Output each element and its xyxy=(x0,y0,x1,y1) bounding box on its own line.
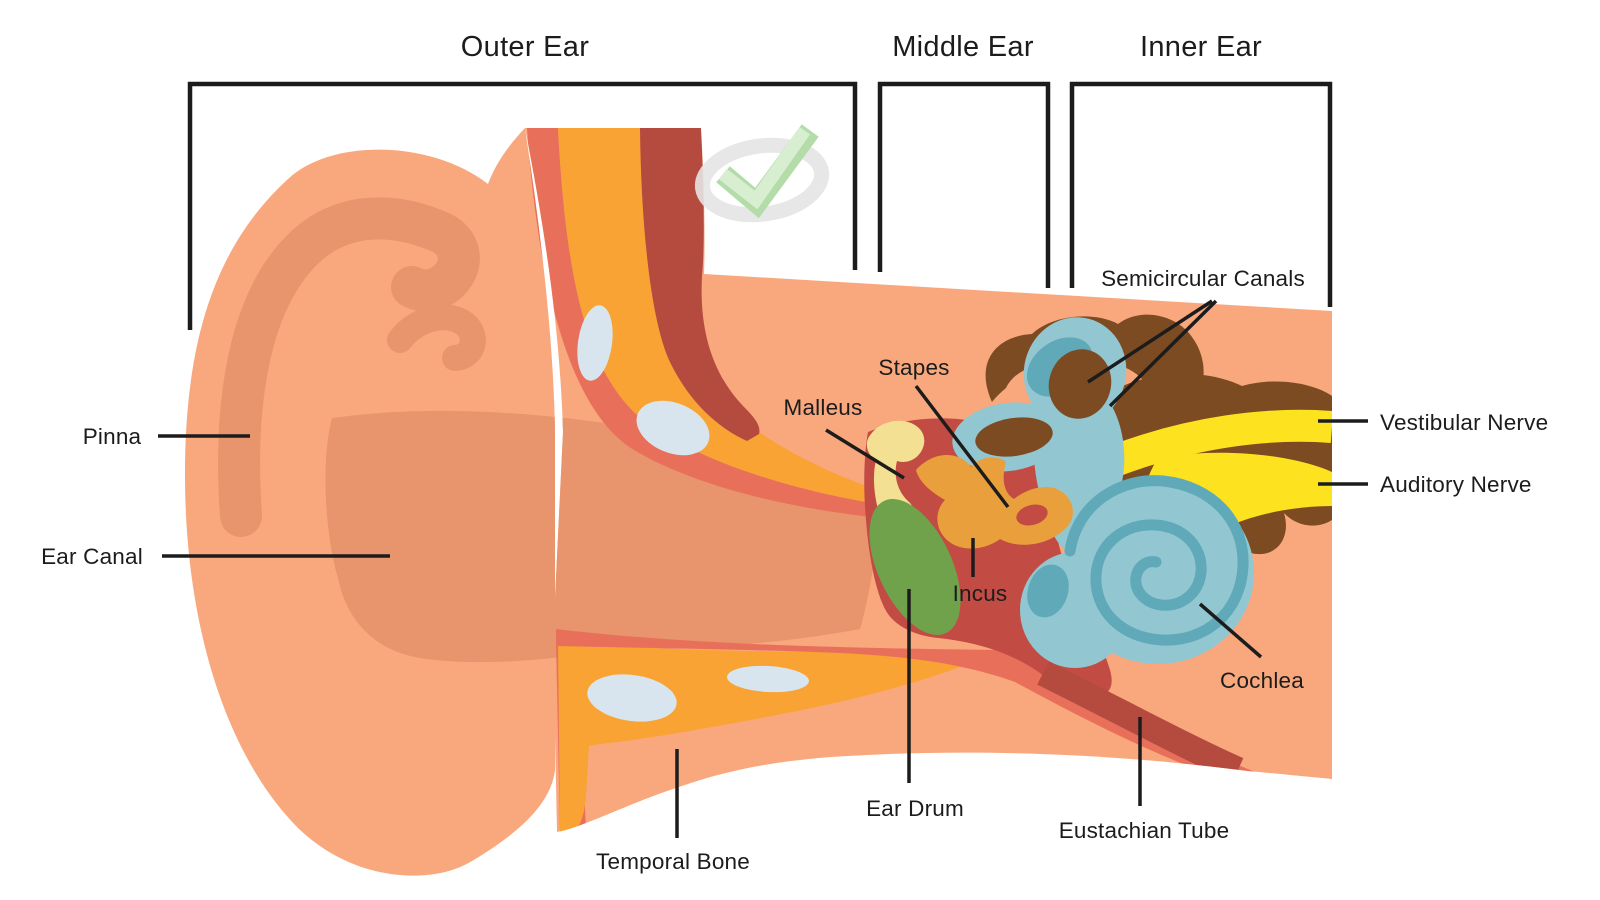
eustachian-tube-stripe xyxy=(1037,661,1244,782)
label-semicircular-canals: Semicircular Canals xyxy=(1101,266,1305,291)
vestibular-nerve-band xyxy=(1106,409,1332,477)
bracket-outer-ear xyxy=(187,81,858,330)
label-malleus: Malleus xyxy=(784,395,863,420)
leader-line-cochlea xyxy=(1198,602,1263,659)
canal-hole-lateral xyxy=(975,417,1053,457)
stapes-hole xyxy=(1016,504,1048,526)
bone-marrow-blob-1 xyxy=(577,305,613,381)
temporal-bone-upper-orange xyxy=(558,128,872,503)
watermark xyxy=(694,124,830,223)
bracket-middle-ear xyxy=(877,81,1051,288)
label-vestibular-nerve: Vestibular Nerve xyxy=(1380,410,1548,435)
label-auditory-nerve: Auditory Nerve xyxy=(1380,472,1532,497)
label-incus: Incus xyxy=(953,581,1008,606)
watermark-swoosh-icon xyxy=(694,137,830,223)
helix-fold xyxy=(218,197,480,537)
bracket-inner-ear xyxy=(1069,81,1333,307)
bone-marrow-blob-2 xyxy=(636,400,710,456)
leader-lines xyxy=(158,299,1368,838)
label-ear-canal: Ear Canal xyxy=(41,544,143,569)
ear-drum-shape xyxy=(869,499,961,635)
bone-marrow-blob-4 xyxy=(727,665,809,693)
cochlea-spiral xyxy=(1064,475,1249,646)
canal-hole-superior xyxy=(1048,349,1112,419)
temporal-bone-upper-salmon xyxy=(527,128,872,517)
leader-line-malleus xyxy=(825,428,905,480)
antihelix-fold xyxy=(387,304,486,371)
region-title-middle-ear: Middle Ear xyxy=(892,31,1034,63)
checkmark-icon xyxy=(718,126,811,210)
label-eustachian-tube: Eustachian Tube xyxy=(1059,818,1230,843)
label-stapes: Stapes xyxy=(878,355,949,380)
region-brackets xyxy=(187,81,1333,330)
temporal-bone-upper-darkred xyxy=(640,128,760,441)
leader-line-stapes xyxy=(914,384,1010,509)
region-title-outer-ear: Outer Ear xyxy=(461,31,589,63)
bone-marrow-blob-3 xyxy=(587,674,677,722)
incus-stapes-bone xyxy=(916,454,1073,549)
leader-line-semicircular-1 xyxy=(1087,299,1213,384)
label-pinna: Pinna xyxy=(83,424,142,449)
oval-window-dot xyxy=(1027,564,1069,618)
label-ear-drum: Ear Drum xyxy=(866,796,964,821)
label-cochlea: Cochlea xyxy=(1220,668,1304,693)
region-title-inner-ear: Inner Ear xyxy=(1140,31,1262,63)
leader-line-semicircular-2 xyxy=(1108,299,1218,408)
label-temporal-bone: Temporal Bone xyxy=(596,849,750,874)
